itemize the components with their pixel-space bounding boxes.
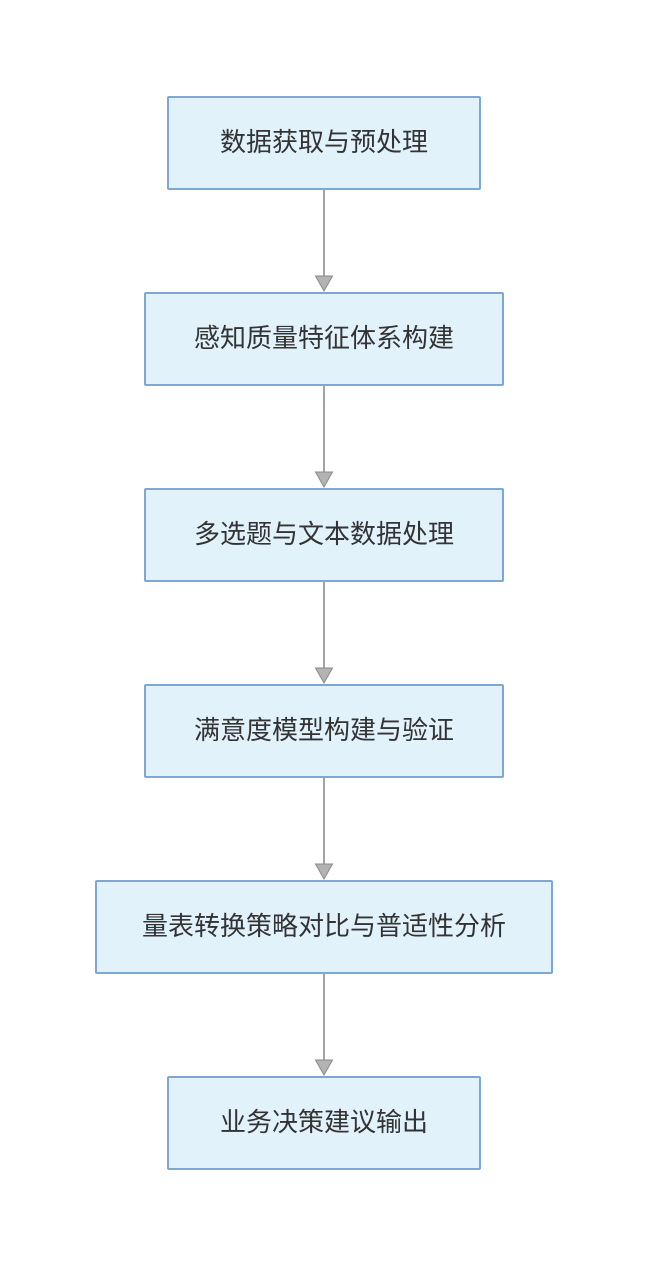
node-data-acquisition-preprocessing: 数据获取与预处理 bbox=[167, 96, 481, 190]
node-multichoice-text-processing: 多选题与文本数据处理 bbox=[144, 488, 504, 582]
node-label: 数据获取与预处理 bbox=[219, 128, 428, 158]
node-quality-feature-system: 感知质量特征体系构建 bbox=[144, 292, 504, 386]
node-label: 业务决策建议输出 bbox=[219, 1108, 428, 1138]
node-satisfaction-model-validation: 满意度模型构建与验证 bbox=[144, 684, 504, 778]
down-arrow-connector bbox=[314, 386, 334, 488]
down-arrow-connector bbox=[314, 974, 334, 1076]
down-arrow-connector bbox=[314, 190, 334, 292]
down-arrow-connector bbox=[314, 778, 334, 880]
node-business-decision-output: 业务决策建议输出 bbox=[167, 1076, 481, 1170]
node-label: 多选题与文本数据处理 bbox=[193, 520, 454, 550]
node-label: 感知质量特征体系构建 bbox=[193, 324, 454, 354]
node-scale-conversion-analysis: 量表转换策略对比与普适性分析 bbox=[95, 880, 553, 974]
down-arrow-connector bbox=[314, 582, 334, 684]
node-label: 满意度模型构建与验证 bbox=[193, 716, 454, 746]
node-label: 量表转换策略对比与普适性分析 bbox=[141, 912, 506, 942]
